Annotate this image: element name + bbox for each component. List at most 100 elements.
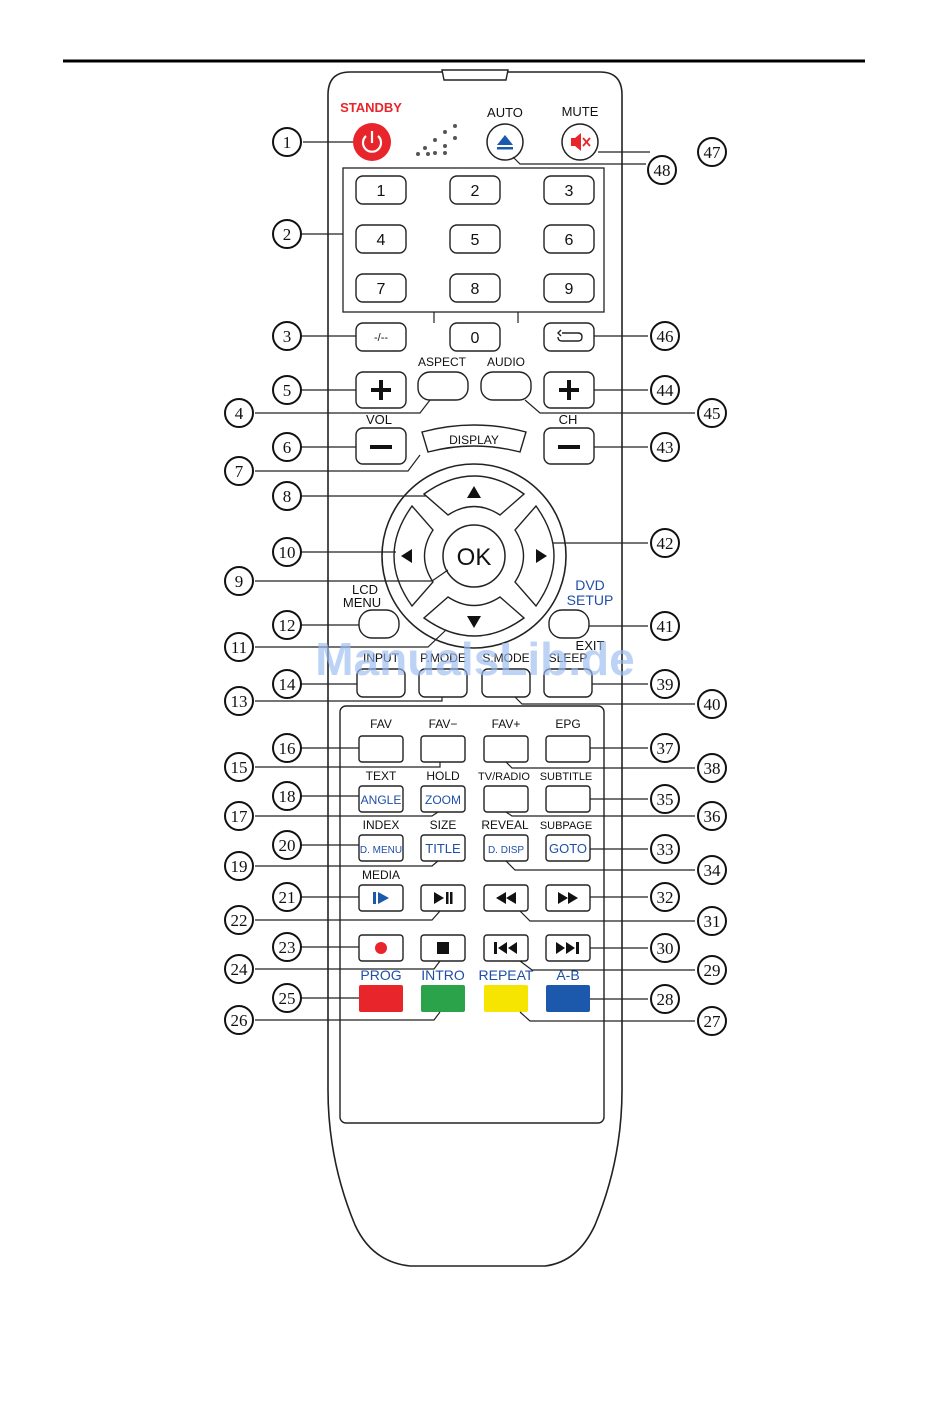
power-icon <box>361 131 383 153</box>
digit-button-7[interactable]: 7 <box>355 273 407 303</box>
callout-25: 25 <box>272 983 302 1013</box>
callout-6: 6 <box>272 432 302 462</box>
dvd-setup-button[interactable] <box>548 609 590 639</box>
digit-label: 3 <box>565 183 574 200</box>
dash-button[interactable]: -/-- <box>355 322 407 352</box>
aspect-label: ASPECT <box>418 355 467 369</box>
callout-circle <box>224 1005 254 1035</box>
media-button[interactable] <box>358 884 404 912</box>
subtitle-label: SUBTITLE <box>540 771 593 783</box>
mute-label: MUTE <box>562 104 599 119</box>
smode-button[interactable] <box>481 668 531 698</box>
next-button[interactable] <box>545 934 591 962</box>
callout-34: 34 <box>697 855 727 885</box>
play-pause-button[interactable] <box>420 884 466 912</box>
lcd-label: LCD <box>352 582 378 597</box>
ddisp-button[interactable]: D. DISP <box>483 834 529 862</box>
arrow-down-icon <box>467 616 481 628</box>
yellow-button[interactable] <box>484 985 528 1012</box>
digit-button-5[interactable]: 5 <box>449 224 501 254</box>
subtitle-button[interactable] <box>545 785 591 813</box>
vol-down-button[interactable] <box>355 427 407 465</box>
input-button[interactable] <box>356 668 406 698</box>
title-button[interactable]: TITLE <box>420 834 466 862</box>
epg-button[interactable] <box>545 735 591 763</box>
ok-button[interactable] <box>442 524 506 588</box>
record-button[interactable] <box>358 934 404 962</box>
callout-number: 17 <box>231 807 249 826</box>
dpad-right-button[interactable] <box>514 504 555 608</box>
callout-circle <box>697 137 727 167</box>
callout-number: 45 <box>704 404 721 423</box>
angle-label: ANGLE <box>361 793 402 807</box>
lcd-menu-button[interactable] <box>358 609 400 639</box>
callout-circle <box>272 932 302 962</box>
minus-icon <box>558 445 580 449</box>
callout-20: 20 <box>272 830 302 860</box>
digit-button-4[interactable]: 4 <box>355 224 407 254</box>
previous-button[interactable] <box>483 934 529 962</box>
callout-15: 15 <box>224 752 254 782</box>
subpage-label: SUBPAGE <box>540 820 592 832</box>
callout-number: 29 <box>704 961 721 980</box>
callout-48: 48 <box>647 155 677 185</box>
fast-forward-button[interactable] <box>545 884 591 912</box>
aspect-button[interactable] <box>417 371 469 401</box>
recall-button[interactable] <box>543 322 595 352</box>
digit-button-2[interactable]: 2 <box>449 175 501 205</box>
callout-circle <box>650 321 680 351</box>
arrow-up-icon <box>467 486 481 498</box>
callout-circle <box>650 375 680 405</box>
callout-circle <box>650 784 680 814</box>
digit-button-6[interactable]: 6 <box>543 224 595 254</box>
vol-up-button[interactable] <box>355 371 407 409</box>
stop-button[interactable] <box>420 934 466 962</box>
goto-button[interactable]: GOTO <box>545 834 591 862</box>
callout-circle <box>272 321 302 351</box>
digit-button-3[interactable]: 3 <box>543 175 595 205</box>
intro-label: INTRO <box>421 967 465 983</box>
fav-button[interactable] <box>358 735 404 763</box>
rewind-button[interactable] <box>483 884 529 912</box>
sleep-button[interactable] <box>543 668 593 698</box>
blue-button[interactable] <box>546 985 590 1012</box>
media-label: MEDIA <box>362 868 400 882</box>
plus-icon <box>559 380 579 400</box>
callout-number: 37 <box>657 739 675 758</box>
red-button[interactable] <box>359 985 403 1012</box>
angle-button[interactable]: ANGLE <box>358 785 404 813</box>
tvradio-button[interactable] <box>483 785 529 813</box>
callout-number: 36 <box>704 807 721 826</box>
ch-down-button[interactable] <box>543 427 595 465</box>
callout-29: 29 <box>697 955 727 985</box>
callout-circle <box>650 528 680 558</box>
callout-number: 31 <box>704 912 721 931</box>
minus-icon <box>370 445 392 449</box>
callout-21: 21 <box>272 882 302 912</box>
digit-button-8[interactable]: 8 <box>449 273 501 303</box>
audio-button[interactable] <box>480 371 532 401</box>
dmenu-button[interactable]: D. MENU <box>358 834 404 862</box>
display-button[interactable] <box>421 424 527 453</box>
callout-16: 16 <box>272 733 302 763</box>
fav-plus-button[interactable] <box>483 735 529 763</box>
ch-up-button[interactable] <box>543 371 595 409</box>
digit-button-0[interactable]: 0 <box>449 322 501 352</box>
callout-32: 32 <box>650 882 680 912</box>
callout-27: 27 <box>697 1006 727 1036</box>
green-button[interactable] <box>421 985 465 1012</box>
callout-circle <box>272 219 302 249</box>
digit-label: 4 <box>377 232 386 249</box>
arrow-right-icon <box>536 549 547 563</box>
fav-minus-button[interactable] <box>420 735 466 763</box>
exit-label: EXIT <box>576 638 605 653</box>
pmode-button[interactable] <box>418 668 468 698</box>
digit-button-1[interactable]: 1 <box>355 175 407 205</box>
epg-label: EPG <box>555 717 580 731</box>
zoom-button[interactable]: ZOOM <box>420 785 466 813</box>
callout-circle <box>272 127 302 157</box>
digit-button-9[interactable]: 9 <box>543 273 595 303</box>
dvd-label: DVD <box>575 577 605 593</box>
callout-47: 47 <box>697 137 727 167</box>
